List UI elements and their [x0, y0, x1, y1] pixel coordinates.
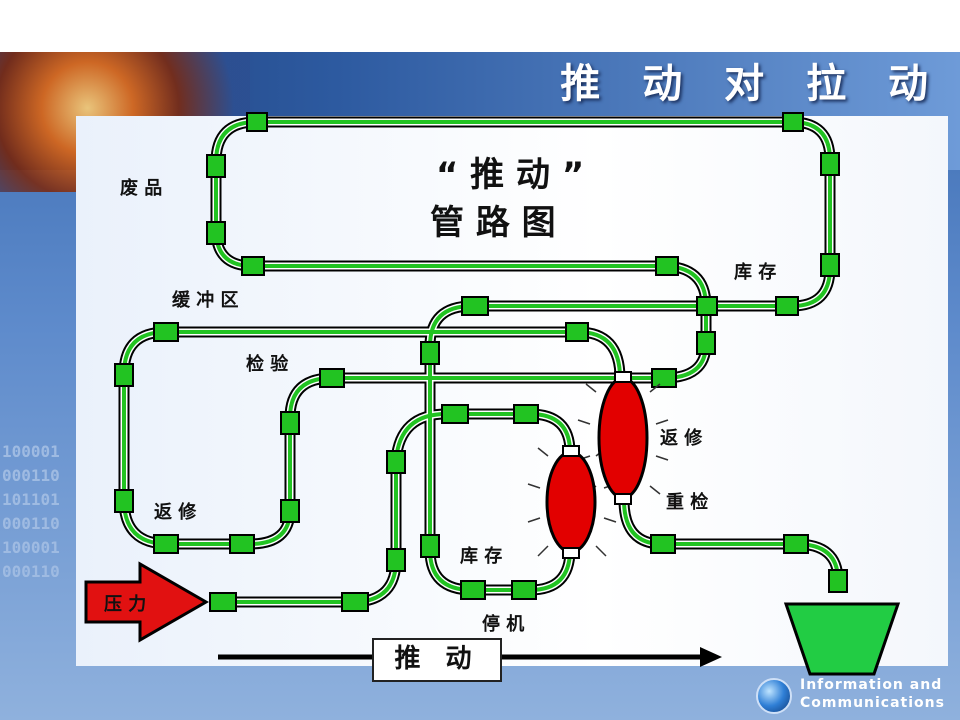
valve-cap	[614, 493, 632, 505]
pipe-joint	[783, 534, 809, 554]
label-inventory-top: 库 存	[734, 261, 776, 283]
globe-icon	[756, 678, 792, 714]
pipe-joint	[782, 112, 804, 132]
pipe-joint	[820, 152, 840, 176]
pipe-joint	[153, 322, 179, 342]
diagram-title-line2: 管 路 图	[430, 203, 556, 243]
pipe-joint	[461, 296, 489, 316]
label-inventory-bottom: 库 存	[460, 545, 502, 567]
pipe-joint	[319, 368, 345, 388]
pipe-outlines	[118, 116, 844, 608]
pipe-joint	[511, 580, 537, 600]
pipe-joint	[246, 112, 268, 132]
footer-line1: Information and	[800, 677, 943, 693]
pipe-joint	[209, 592, 237, 612]
pipe-joint	[386, 450, 406, 474]
label-inspection: 检 验	[246, 353, 289, 375]
pipe-joint	[280, 499, 300, 523]
pressure-arrow	[84, 561, 210, 643]
pipe-joint	[420, 341, 440, 365]
pipe-joint	[241, 256, 265, 276]
label-pressure: 压 力	[104, 594, 146, 615]
diagram-title-line1: “ 推 动 ”	[436, 155, 584, 195]
pipe-joints	[114, 112, 848, 612]
pipe-joint	[420, 534, 440, 558]
push-arrow-head	[700, 647, 722, 667]
label-reinspect: 重 检	[666, 491, 708, 513]
pipe-joint	[696, 331, 716, 355]
slide-title: 推 动 对 拉 动	[560, 61, 942, 107]
pipe-joint	[696, 296, 718, 316]
push-label-box: 推 动	[372, 638, 502, 682]
pipe-joint	[650, 534, 676, 554]
valve-rays	[527, 383, 669, 557]
label-rework-left: 返 修	[154, 501, 197, 523]
pipe-joint	[820, 253, 840, 277]
pipe-joint	[206, 221, 226, 245]
footer-line2: Communications	[800, 695, 945, 711]
footer-text: Information and Communications	[800, 676, 945, 712]
valve-cap	[562, 445, 580, 457]
pipe-joint	[441, 404, 469, 424]
pipe-joint	[565, 322, 589, 342]
valve-upper	[597, 376, 649, 500]
binary-decoration: 100001 000110 101101 000110 100001 00011…	[2, 442, 60, 581]
pipe-joint	[775, 296, 799, 316]
pipe-joint	[386, 548, 406, 572]
label-push: 推 动	[394, 644, 480, 674]
valve-cap	[614, 371, 632, 383]
valve-cap	[562, 547, 580, 559]
label-buffer: 缓 冲 区	[172, 289, 239, 311]
footer-brand: Information and Communications	[752, 672, 952, 716]
pipe-joint	[153, 534, 179, 554]
pipe-joint	[341, 592, 369, 612]
pipe-joint	[280, 411, 300, 435]
label-scrap: 废 品	[120, 177, 162, 199]
valve-lower	[545, 450, 597, 554]
pipe-joint	[460, 580, 486, 600]
pipe-joint	[114, 363, 134, 387]
pipe-joint	[206, 154, 226, 178]
output-funnel	[783, 602, 901, 676]
pipe-joint	[651, 368, 677, 388]
label-rework-right: 返 修	[660, 427, 703, 449]
pipe-joint	[655, 256, 679, 276]
pipe-joint	[828, 569, 848, 593]
pipe-joint	[229, 534, 255, 554]
pipe-joint	[513, 404, 539, 424]
label-downtime: 停 机	[482, 613, 524, 635]
pipe-joint	[114, 489, 134, 513]
